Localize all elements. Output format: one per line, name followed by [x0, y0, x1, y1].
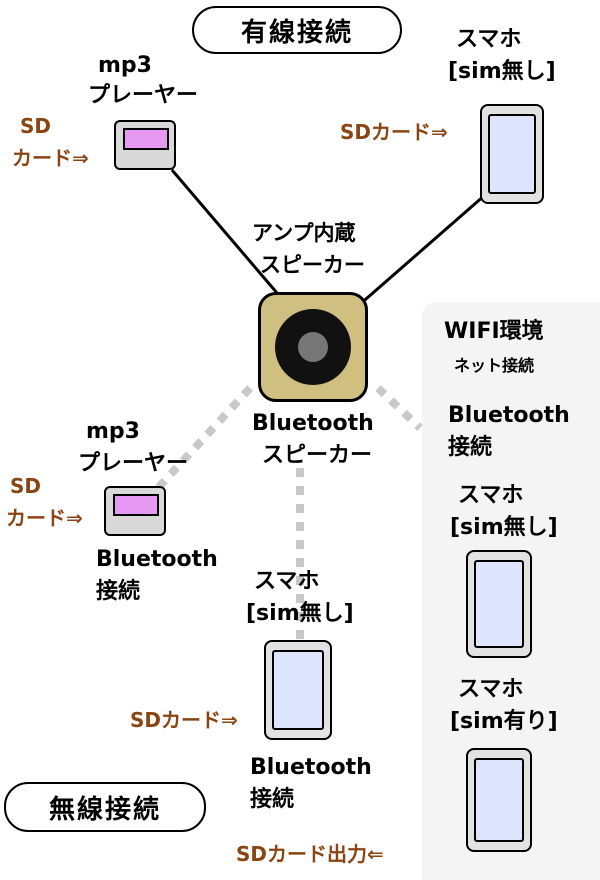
wired-mp3-sd-label-1: SD	[20, 114, 52, 138]
wireless-phone-sd-label: SDカード⇒	[130, 708, 238, 732]
wireless-phone-bt-label-2: 接続	[250, 787, 295, 812]
wifi-phone2-label-2: [sim有り]	[450, 709, 558, 734]
wireless-phone-bt-label-1: Bluetooth	[250, 755, 372, 780]
mp3-player-icon	[104, 486, 166, 536]
speaker-top-label-1: アンプ内蔵	[252, 221, 356, 245]
wired-title: 有線接続	[240, 17, 353, 48]
wifi-phone2-label-1: スマホ	[458, 677, 524, 702]
wired-phone-label-1: スマホ	[456, 27, 522, 52]
wireless-title: 無線接続	[48, 794, 161, 825]
smartphone-icon	[466, 748, 532, 852]
bt-link-wifi	[375, 385, 423, 431]
smartphone-icon	[466, 550, 532, 658]
speaker-cone	[275, 309, 351, 385]
wireless-mp3-bt-label-1: Bluetooth	[96, 547, 218, 572]
wireless-mp3-label-2: プレーヤー	[78, 451, 189, 476]
wifi-bt-label-2: 接続	[448, 435, 493, 460]
wireless-mp3-sd-label-2: カード⇒	[6, 506, 83, 530]
wired-phone-label-2: [sim無し]	[448, 59, 556, 84]
wired-line-mp3	[170, 169, 285, 301]
phone-screen	[474, 560, 524, 648]
speaker-top-label-2: スピーカー	[260, 253, 365, 277]
bt-link-mp3	[155, 385, 253, 491]
wireless-phone-label-2: [sim無し]	[246, 601, 354, 626]
wireless-mp3-bt-label-2: 接続	[96, 579, 141, 604]
phone-screen	[474, 758, 524, 842]
phone-screen	[488, 114, 536, 194]
wifi-panel-subtitle: ネット接続	[454, 356, 535, 375]
smartphone-icon	[264, 640, 332, 740]
wireless-mp3-label-1: mp3	[86, 419, 140, 444]
wifi-bt-label-1: Bluetooth	[448, 403, 570, 428]
wired-title-badge: 有線接続	[192, 6, 402, 54]
speaker-bottom-label-2: スピーカー	[262, 443, 373, 468]
mp3-player-icon	[114, 120, 176, 170]
phone-screen	[272, 650, 324, 730]
wired-line-phone	[357, 193, 486, 308]
wired-mp3-sd-label-2: カード⇒	[12, 146, 89, 170]
speaker-dust-cap	[298, 332, 328, 362]
mp3-screen	[113, 494, 159, 516]
smartphone-icon	[480, 104, 544, 204]
wifi-panel-title: WIFI環境	[444, 319, 544, 344]
wireless-mp3-sd-label-1: SD	[10, 474, 42, 498]
wifi-phone1-label-2: [sim無し]	[450, 515, 558, 540]
speaker-bottom-label-1: Bluetooth	[252, 411, 374, 436]
wifi-phone1-label-1: スマホ	[458, 483, 524, 508]
wired-mp3-label-2: プレーヤー	[88, 83, 199, 108]
mp3-screen	[123, 128, 169, 150]
sd-output-label: SDカード出力⇐	[236, 842, 384, 866]
wired-phone-sd-label: SDカード⇒	[340, 120, 448, 144]
wireless-title-badge: 無線接続	[4, 782, 206, 832]
wireless-phone-label-1: スマホ	[254, 569, 320, 594]
speaker-icon	[258, 292, 368, 402]
wired-mp3-label-1: mp3	[98, 53, 152, 78]
